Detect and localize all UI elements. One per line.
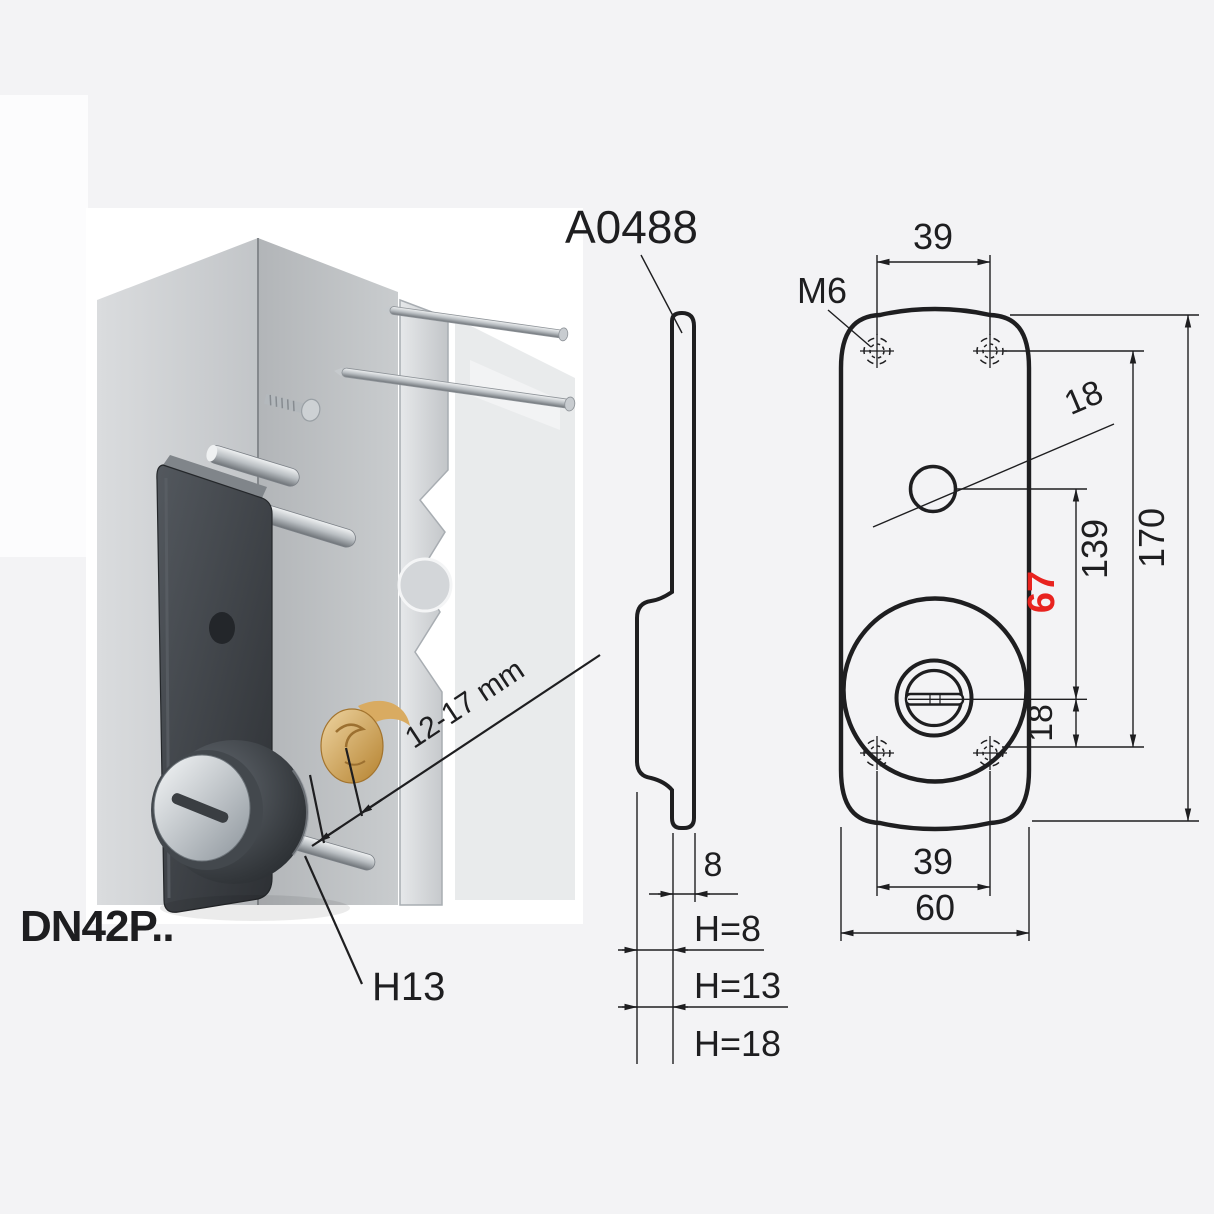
lock-cylinder [151, 740, 310, 884]
dim-screw-spacing-vertical: 139 [1002, 350, 1144, 748]
thread-label: M6 [797, 270, 847, 311]
dim-total-width: 60 [840, 827, 1030, 941]
mounting-rod-bottom [334, 367, 576, 412]
dim-value: 18 [1059, 373, 1109, 423]
dim-key-to-screw: 18 [1022, 698, 1080, 748]
photo-background-strip [0, 95, 88, 557]
side-view-drawing: A0488 8 H=8 H=13 H=18 [565, 201, 788, 1064]
dim-thickness-value: 8 [704, 846, 723, 884]
leader-line [640, 254, 683, 334]
dim-value-red: 67 [1021, 571, 1063, 613]
dim-total-height: 170 [1010, 314, 1199, 822]
escutcheon-circle [841, 596, 1029, 784]
part-number-label: A0488 [565, 201, 698, 253]
fixing-screw [263, 393, 321, 422]
height-option-label: H=13 [694, 965, 781, 1006]
background-panel-shape [455, 318, 575, 900]
dim-hole-diameter: 18 [872, 373, 1115, 528]
mounting-rod-top [382, 306, 569, 342]
extension-line [308, 774, 326, 844]
cylinder-ring-outer [894, 658, 974, 738]
leader-line [827, 309, 872, 348]
shadow [160, 895, 350, 921]
fixing-pin-1 [206, 444, 300, 487]
dim-value: 18 [1022, 704, 1060, 742]
screw-hole-top-left [859, 333, 895, 369]
dim-bottom-hole-spacing: 39 [876, 771, 991, 896]
dim-hole-to-key: 67 [956, 488, 1087, 700]
arrow [317, 826, 341, 843]
side-plate-outline [635, 310, 696, 830]
product-illustration: 12-17 mm H13 DN42P.. [0, 95, 601, 1009]
through-hole [908, 464, 958, 514]
screw-hole-bottom-left [859, 735, 895, 771]
front-view-drawing: M6 39 18 67 18 139 [797, 216, 1199, 941]
dim-height-option-2: H=13 [618, 965, 788, 1011]
dim-value: 60 [915, 887, 955, 928]
extension-line [344, 747, 364, 817]
height-option-label: H=8 [694, 908, 761, 949]
height-option-label: H=18 [694, 1023, 781, 1064]
arrow [359, 798, 383, 815]
dim-value: 39 [913, 216, 953, 257]
dim-height-option-1: H=8 [618, 908, 764, 954]
cylinder-height-label: H13 [372, 965, 445, 1009]
brass-cam [320, 700, 410, 784]
dim-value: 170 [1131, 508, 1172, 568]
dim-height-option-3: H=18 [694, 1023, 781, 1064]
screw-hole-top-right [972, 333, 1008, 369]
leader-line [872, 423, 1115, 528]
dim-top-hole-spacing: 39 [876, 216, 991, 335]
keyway-slot [171, 793, 229, 823]
dim-value: 139 [1074, 519, 1115, 579]
plate-hole-3d [209, 612, 235, 644]
cylinder-height-annotation: H13 [303, 855, 445, 1009]
leader-line [303, 855, 364, 985]
dim-value: 39 [913, 841, 953, 882]
latch-roller [397, 557, 453, 613]
product-code-label: DN42P.. [20, 902, 174, 951]
